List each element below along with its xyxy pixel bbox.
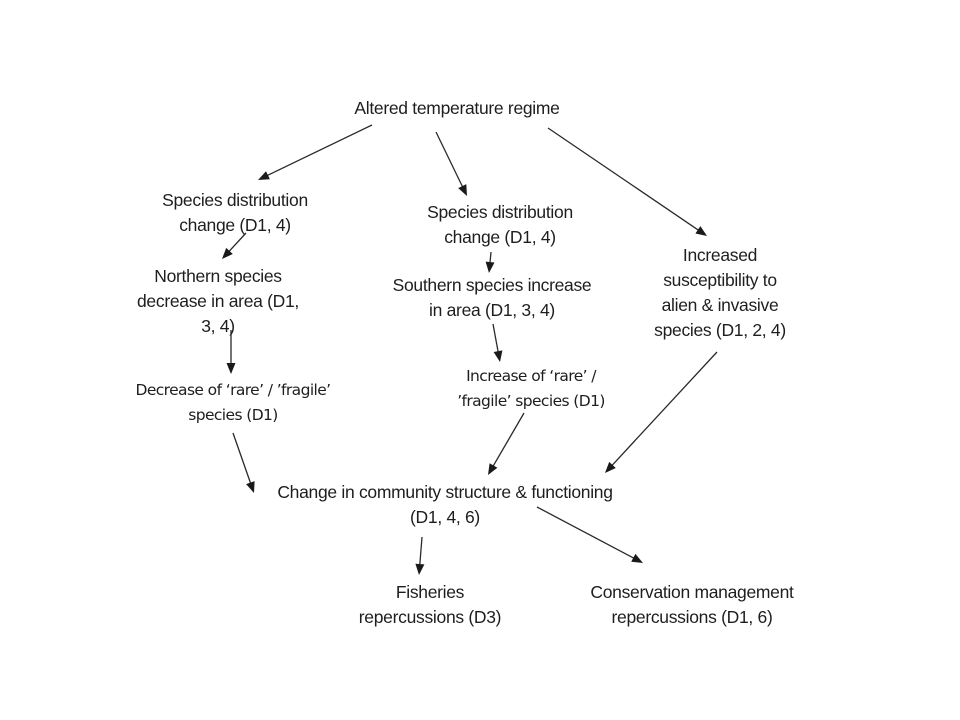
node-community-structure-change: Change in community structure & function… <box>255 480 635 530</box>
edge-line <box>489 251 492 265</box>
node-text: change (D1, 4) <box>179 215 291 235</box>
edge-altered-to-distribution-center <box>435 131 467 196</box>
node-text: alien & invasive <box>661 295 779 315</box>
node-text: species (D1, 2, 4) <box>654 320 786 340</box>
edge-line <box>419 536 423 567</box>
node-text: repercussions (D1, 6) <box>611 607 773 627</box>
node-text: repercussions (D3) <box>358 607 502 627</box>
edge-susceptibility-to-community <box>605 351 718 473</box>
node-text: Decrease of ‘rare’ / ’fragile’ <box>135 381 331 399</box>
node-text: Increase of ‘rare’ / <box>466 367 596 385</box>
node-text: Species distribution <box>162 190 308 210</box>
node-altered-temperature: Altered temperature regime <box>345 96 569 121</box>
node-text: decrease in area (D1, <box>137 291 299 311</box>
node-text: Species distribution <box>427 202 573 222</box>
node-text: species (D1) <box>188 406 278 424</box>
edge-line <box>492 323 500 354</box>
node-text: Northern species <box>154 266 282 286</box>
arrowhead-icon <box>258 171 270 180</box>
node-text: Southern species increase <box>392 275 592 295</box>
node-increased-susceptibility: Increased susceptibility to alien & inva… <box>630 243 810 343</box>
node-species-distribution-left: Species distribution change (D1, 4) <box>140 188 330 238</box>
edge-decrease-rare-to-community <box>232 432 255 493</box>
node-text: Increased <box>682 245 758 265</box>
node-decrease-rare-fragile: Decrease of ‘rare’ / ’fragile’ species (… <box>118 378 348 428</box>
node-text: (D1, 4, 6) <box>410 507 480 527</box>
node-northern-species-decrease: Northern species decrease in area (D1, 3… <box>118 264 318 339</box>
node-species-distribution-center: Species distribution change (D1, 4) <box>405 200 595 250</box>
edge-line <box>232 432 252 485</box>
arrowhead-icon <box>458 184 467 196</box>
arrowhead-icon <box>695 226 707 236</box>
arrowhead-icon <box>226 363 236 374</box>
node-text: in area (D1, 3, 4) <box>429 300 555 320</box>
edge-line <box>435 131 464 189</box>
arrowhead-icon <box>631 553 643 563</box>
node-text: Altered temperature regime <box>354 98 560 118</box>
arrowhead-icon <box>415 563 425 575</box>
edge-line <box>610 351 718 467</box>
edge-line <box>491 412 525 468</box>
edge-increase-rare-to-community <box>488 412 525 475</box>
arrowhead-icon <box>485 261 495 273</box>
node-text: 3, 4) <box>201 316 235 336</box>
node-text: ’fragile’ species (D1) <box>457 392 605 410</box>
node-fisheries-repercussions: Fisheries repercussions (D3) <box>340 580 520 630</box>
arrowhead-icon <box>222 247 233 259</box>
node-text: susceptibility to <box>663 270 777 290</box>
node-text: Fisheries <box>395 582 465 602</box>
node-increase-rare-fragile: Increase of ‘rare’ / ’fragile’ species (… <box>446 364 616 414</box>
node-southern-species-increase: Southern species increase in area (D1, 3… <box>375 273 609 323</box>
arrowhead-icon <box>493 350 503 362</box>
node-text: change (D1, 4) <box>444 227 556 247</box>
node-text: Change in community structure & function… <box>277 482 613 502</box>
edge-line <box>265 124 373 177</box>
edge-southern-to-increase-rare <box>492 323 503 362</box>
node-conservation-management-repercussions: Conservation management repercussions (D… <box>572 580 812 630</box>
arrowhead-icon <box>488 463 498 475</box>
edge-distribution-center-to-southern <box>485 251 495 273</box>
edge-altered-to-distribution-left <box>258 124 373 180</box>
edge-community-to-fisheries <box>415 536 425 575</box>
arrowhead-icon <box>246 481 255 493</box>
arrowhead-icon <box>605 461 616 473</box>
node-text: Conservation management <box>590 582 794 602</box>
